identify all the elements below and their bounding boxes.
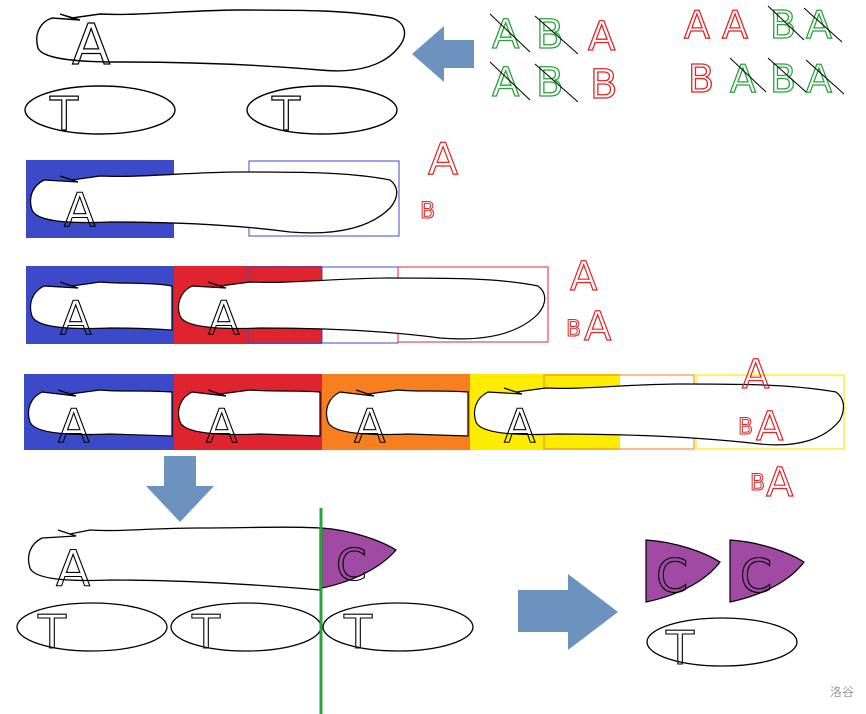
strike-7 bbox=[729, 57, 767, 93]
gun-a-outline bbox=[36, 9, 406, 72]
pill-t-left bbox=[24, 85, 176, 135]
seq-top-3: B bbox=[770, 3, 796, 47]
strike-3 bbox=[489, 61, 531, 101]
final-pill bbox=[646, 617, 798, 667]
result-pill-3-t: T bbox=[343, 605, 373, 659]
seq-top-2: A bbox=[722, 3, 748, 47]
step3-ann-b2: B bbox=[750, 471, 765, 496]
gun-step1 bbox=[29, 171, 398, 234]
final-c1: C bbox=[656, 549, 688, 603]
seq-top-4: A bbox=[806, 3, 832, 47]
gun-step2-a bbox=[29, 281, 173, 331]
row-step-2: A A A B A bbox=[26, 253, 613, 351]
row-a-source: A bbox=[36, 9, 406, 79]
final-c2: C bbox=[740, 549, 772, 603]
gun-step3-a bbox=[27, 389, 173, 437]
step1-letter-a: A bbox=[64, 183, 96, 237]
step2-ann-a: A bbox=[570, 254, 598, 300]
gun-step3-b bbox=[177, 389, 321, 437]
gun-step3-c bbox=[325, 389, 469, 437]
row-step-1: A A B bbox=[26, 133, 459, 238]
arrow-right bbox=[518, 574, 618, 650]
pill-t-right bbox=[246, 85, 398, 135]
step2-ann-a2: A bbox=[584, 304, 612, 350]
step3-letter-a1: A bbox=[58, 399, 90, 453]
result-letter-a: A bbox=[56, 540, 90, 598]
step3-letter-a2: A bbox=[206, 399, 238, 453]
result-letter-c: C bbox=[336, 540, 367, 591]
step3-ann-b1: B bbox=[738, 415, 753, 440]
watermark: 洛谷 bbox=[829, 685, 854, 699]
ann-green-b2: B bbox=[536, 60, 563, 106]
row-t-pills: T T bbox=[24, 85, 398, 142]
result-pill-1 bbox=[16, 602, 168, 652]
strike-8 bbox=[767, 57, 807, 93]
step1-ann-b: B bbox=[420, 199, 435, 224]
result-pill-3 bbox=[322, 602, 474, 652]
strike-1 bbox=[489, 13, 531, 53]
annotation-red-column: A B bbox=[587, 13, 618, 108]
ann-red-b: B bbox=[590, 62, 617, 108]
row-step-3: A A A A A B A B A bbox=[24, 351, 845, 507]
arrow-left-top bbox=[412, 26, 474, 82]
step3-ann-a3: A bbox=[766, 460, 794, 506]
step2-letter-a2: A bbox=[208, 291, 240, 345]
ann-red-a: A bbox=[588, 14, 616, 60]
letter-t-right: T bbox=[271, 87, 301, 141]
purple-tip-cut bbox=[321, 527, 397, 589]
letter-a-label: A bbox=[72, 13, 110, 78]
result-pill-1-t: T bbox=[37, 605, 67, 659]
gun-step2-b bbox=[177, 277, 546, 340]
step3-ann-a2: A bbox=[756, 404, 784, 450]
ann-green-b1: B bbox=[536, 12, 563, 58]
final-purple-2 bbox=[729, 539, 805, 603]
step3-ann-a1: A bbox=[742, 352, 770, 398]
letter-t-left: T bbox=[49, 87, 79, 141]
final-pieces: C C T bbox=[645, 539, 805, 676]
row-result: C A T T T bbox=[16, 508, 474, 714]
final-pill-t: T bbox=[665, 621, 695, 675]
seq-top-1: A bbox=[684, 3, 710, 47]
strike-9 bbox=[805, 59, 845, 95]
step1-ann-a: A bbox=[428, 134, 458, 185]
ann-green-a1: A bbox=[492, 12, 520, 58]
annotation-green-grid: A B A B bbox=[489, 11, 579, 107]
final-purple-1 bbox=[645, 539, 721, 603]
strike-4 bbox=[534, 63, 579, 103]
result-pill-2-t: T bbox=[191, 605, 221, 659]
arrow-down bbox=[146, 456, 214, 522]
annotation-sequences: A A B A B A B A bbox=[683, 2, 845, 102]
ann-green-a2: A bbox=[492, 60, 520, 106]
step2-letter-a1: A bbox=[60, 291, 92, 345]
seq-bottom-1: B bbox=[688, 57, 714, 101]
step2-ann-b: B bbox=[566, 317, 581, 342]
step3-letter-a3: A bbox=[354, 399, 386, 453]
strike-6 bbox=[803, 7, 843, 43]
strike-5 bbox=[767, 5, 805, 41]
gun-result bbox=[27, 526, 321, 591]
step3-letter-a4: A bbox=[504, 399, 536, 453]
strike-2 bbox=[534, 15, 579, 55]
gun-step3-d bbox=[473, 383, 845, 446]
